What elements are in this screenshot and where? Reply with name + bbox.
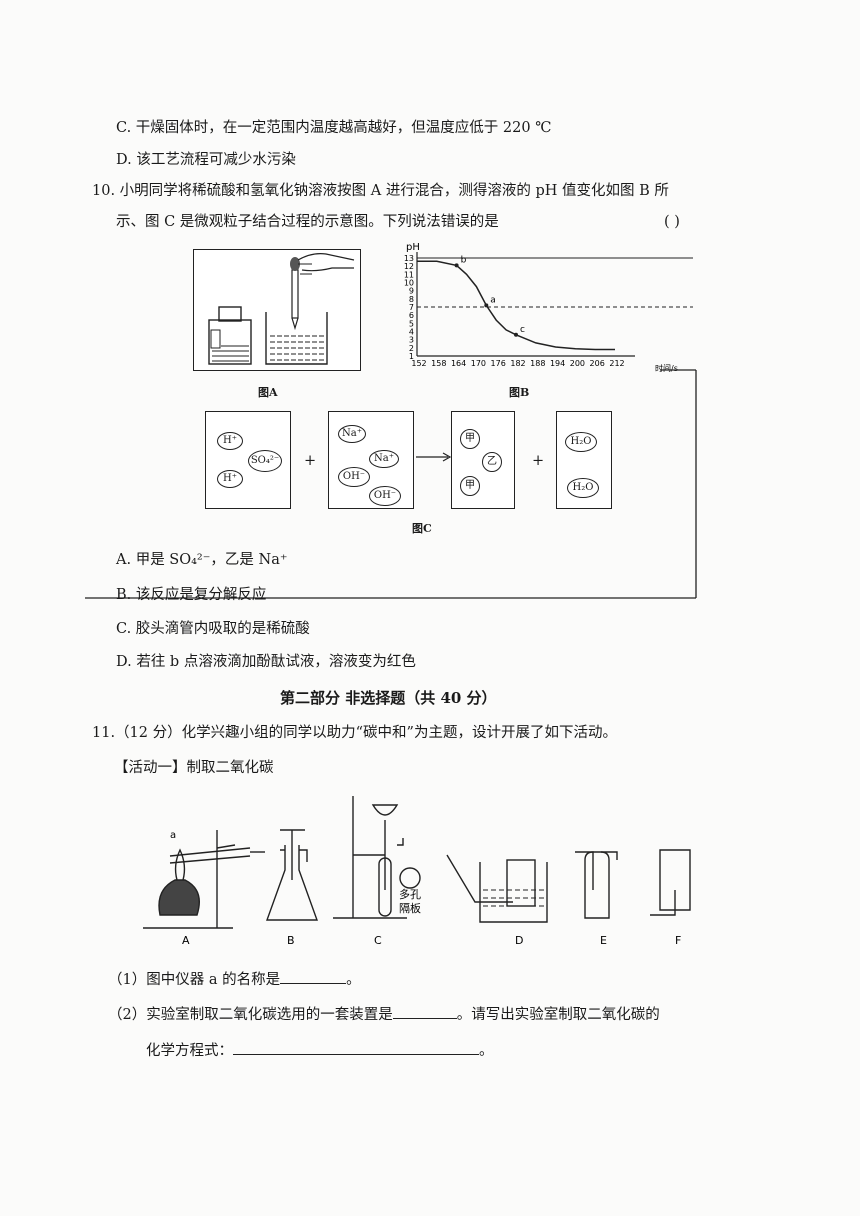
chart-y-tick-label: 13 [404, 254, 414, 263]
particle-jia: 甲 [460, 429, 480, 449]
figure-c-box-products: 甲 乙 甲 [451, 411, 515, 509]
chart-y-tick-label: 7 [409, 303, 414, 312]
q9-option-c: C. 干燥固体时，在一定范围内温度越高越好，但温度应低于 220 ℃ [116, 120, 552, 136]
answer-blank-2[interactable] [392, 1004, 457, 1019]
porous-plate-label: 隔板 [399, 901, 421, 915]
ion-h-plus: H⁺ [217, 432, 243, 450]
chart-point-label: a [490, 295, 496, 305]
instrument-a-label: a [170, 830, 176, 841]
q10-stem-line2: 示、图 C 是微观粒子结合过程的示意图。下列说法错误的是 [116, 214, 499, 230]
molecule-water: H₂O [567, 478, 599, 498]
chart-y-tick-label: 8 [409, 295, 414, 304]
chart-y-tick-label: 11 [404, 270, 414, 279]
plus-sign: + [532, 453, 545, 469]
ph-curve [417, 260, 615, 351]
figure-a-caption: 图A [258, 386, 278, 399]
chart-x-tick-label: 212 [609, 359, 624, 368]
figure-c-caption: 图C [412, 522, 432, 535]
chart-point-a [484, 303, 489, 308]
answer-blank-equation[interactable] [233, 1040, 479, 1055]
chart-y-label: pH [406, 242, 420, 253]
q11-sub2-eq-label: 化学方程式： [146, 1043, 233, 1059]
q11-sub2-mid: 。请写出实验室制取二氧化碳的 [456, 1007, 660, 1023]
q10-option-d: D. 若往 b 点溶液滴加酚酞试液，溶液变为红色 [116, 654, 416, 670]
chart-y-tick-label: 6 [409, 311, 414, 320]
particle-jia: 甲 [460, 476, 480, 496]
part2-heading: 第二部分 非选择题（共 40 分） [280, 689, 497, 707]
ion-na-plus: Na⁺ [338, 425, 366, 443]
q10-option-b: B. 该反应是复分解反应 [116, 587, 267, 603]
particle-yi: 乙 [482, 452, 502, 472]
q10-option-c: C. 胶头滴管内吸取的是稀硫酸 [116, 621, 310, 637]
ion-h-plus: H⁺ [217, 470, 243, 488]
reaction-arrow [416, 452, 452, 462]
molecule-water: H₂O [565, 432, 597, 452]
figure-c-box-water: H₂O H₂O [556, 411, 612, 509]
activity1-heading: 【活动一】制取二氧化碳 [114, 760, 274, 776]
chart-y-tick-label: 9 [409, 287, 414, 296]
figure-c-box-acid: H⁺ SO₄²⁻ H⁺ [205, 411, 291, 509]
chart-x-label: 时间/s [655, 363, 678, 373]
apparatus-label-c: C [374, 934, 382, 947]
chart-y-tick-label: 1 [409, 352, 414, 361]
q11-sub2-end: 。 [479, 1043, 494, 1059]
ion-hydroxide: OH⁻ [338, 467, 370, 487]
chart-y-tick-label: 4 [409, 328, 414, 337]
chart-y-tick-label: 10 [404, 279, 414, 288]
q11-sub1-end: 。 [346, 972, 361, 988]
apparatus-figure: a 多孔 隔板 A B C D E F [143, 796, 691, 947]
chart-y-tick-label: 12 [404, 262, 414, 271]
ion-hydroxide: OH⁻ [369, 486, 401, 506]
q11-sub1-text: （1）图中仪器 a 的名称是 [108, 972, 281, 988]
chart-x-tick-label: 206 [590, 359, 605, 368]
q11-sub1: （1）图中仪器 a 的名称是 。 [108, 969, 361, 990]
ion-na-plus: Na⁺ [369, 450, 399, 468]
chart-x-tick-label: 158 [431, 359, 446, 368]
margin-bracket-line [85, 369, 697, 599]
apparatus-label-e: E [600, 934, 607, 947]
chart-point-label: c [520, 325, 525, 335]
q11-sub2-line2: 化学方程式： 。 [146, 1040, 494, 1061]
plus-sign: + [304, 453, 317, 469]
chart-y-tick-label: 2 [409, 344, 414, 353]
chart-x-tick-label: 152 [411, 359, 426, 368]
chart-x-tick-label: 194 [550, 359, 565, 368]
chart-x-tick-label: 170 [471, 359, 486, 368]
chart-x-tick-label: 182 [510, 359, 525, 368]
figure-b-caption: 图B [509, 386, 530, 399]
chart-y-tick-label: 3 [409, 336, 414, 345]
chart-x-tick-label: 164 [451, 359, 466, 368]
q10-stem-line1: 10. 小明同学将稀硫酸和氢氧化钠溶液按图 A 进行混合，测得溶液的 pH 值变… [92, 183, 669, 199]
answer-blank-1[interactable] [280, 969, 347, 984]
chart-point-c [514, 332, 518, 337]
figure-a-drawing [208, 253, 355, 365]
apparatus-label-a: A [182, 934, 190, 947]
figure-a [193, 249, 361, 371]
figure-c-box-base: Na⁺ Na⁺ OH⁻ OH⁻ [328, 411, 414, 509]
answer-bracket: ( ) [664, 214, 680, 230]
chart-y-tick-label: 5 [409, 319, 414, 328]
chart-point-b [454, 263, 459, 268]
q9-option-d: D. 该工艺流程可减少水污染 [116, 152, 296, 168]
porous-plate-label: 多孔 [399, 887, 421, 901]
q11-sub2-text: （2）实验室制取二氧化碳选用的一套装置是 [108, 1007, 393, 1023]
apparatus-label-d: D [515, 934, 523, 947]
chart-point-label: b [461, 255, 467, 265]
apparatus-label-f: F [675, 934, 681, 947]
q11-sub2: （2）实验室制取二氧化碳选用的一套装置是 。请写出实验室制取二氧化碳的 [108, 1004, 660, 1025]
q11-stem: 11.（12 分）化学兴趣小组的同学以助力“碳中和”为主题，设计开展了如下活动。 [92, 725, 617, 741]
chart-x-tick-label: 188 [530, 359, 545, 368]
q10-option-a: A. 甲是 SO₄²⁻，乙是 Na⁺ [116, 552, 288, 568]
ion-sulfate: SO₄²⁻ [248, 450, 282, 472]
apparatus-label-b: B [287, 934, 295, 947]
chart-x-tick-label: 200 [570, 359, 585, 368]
chart-x-tick-label: 176 [491, 359, 506, 368]
